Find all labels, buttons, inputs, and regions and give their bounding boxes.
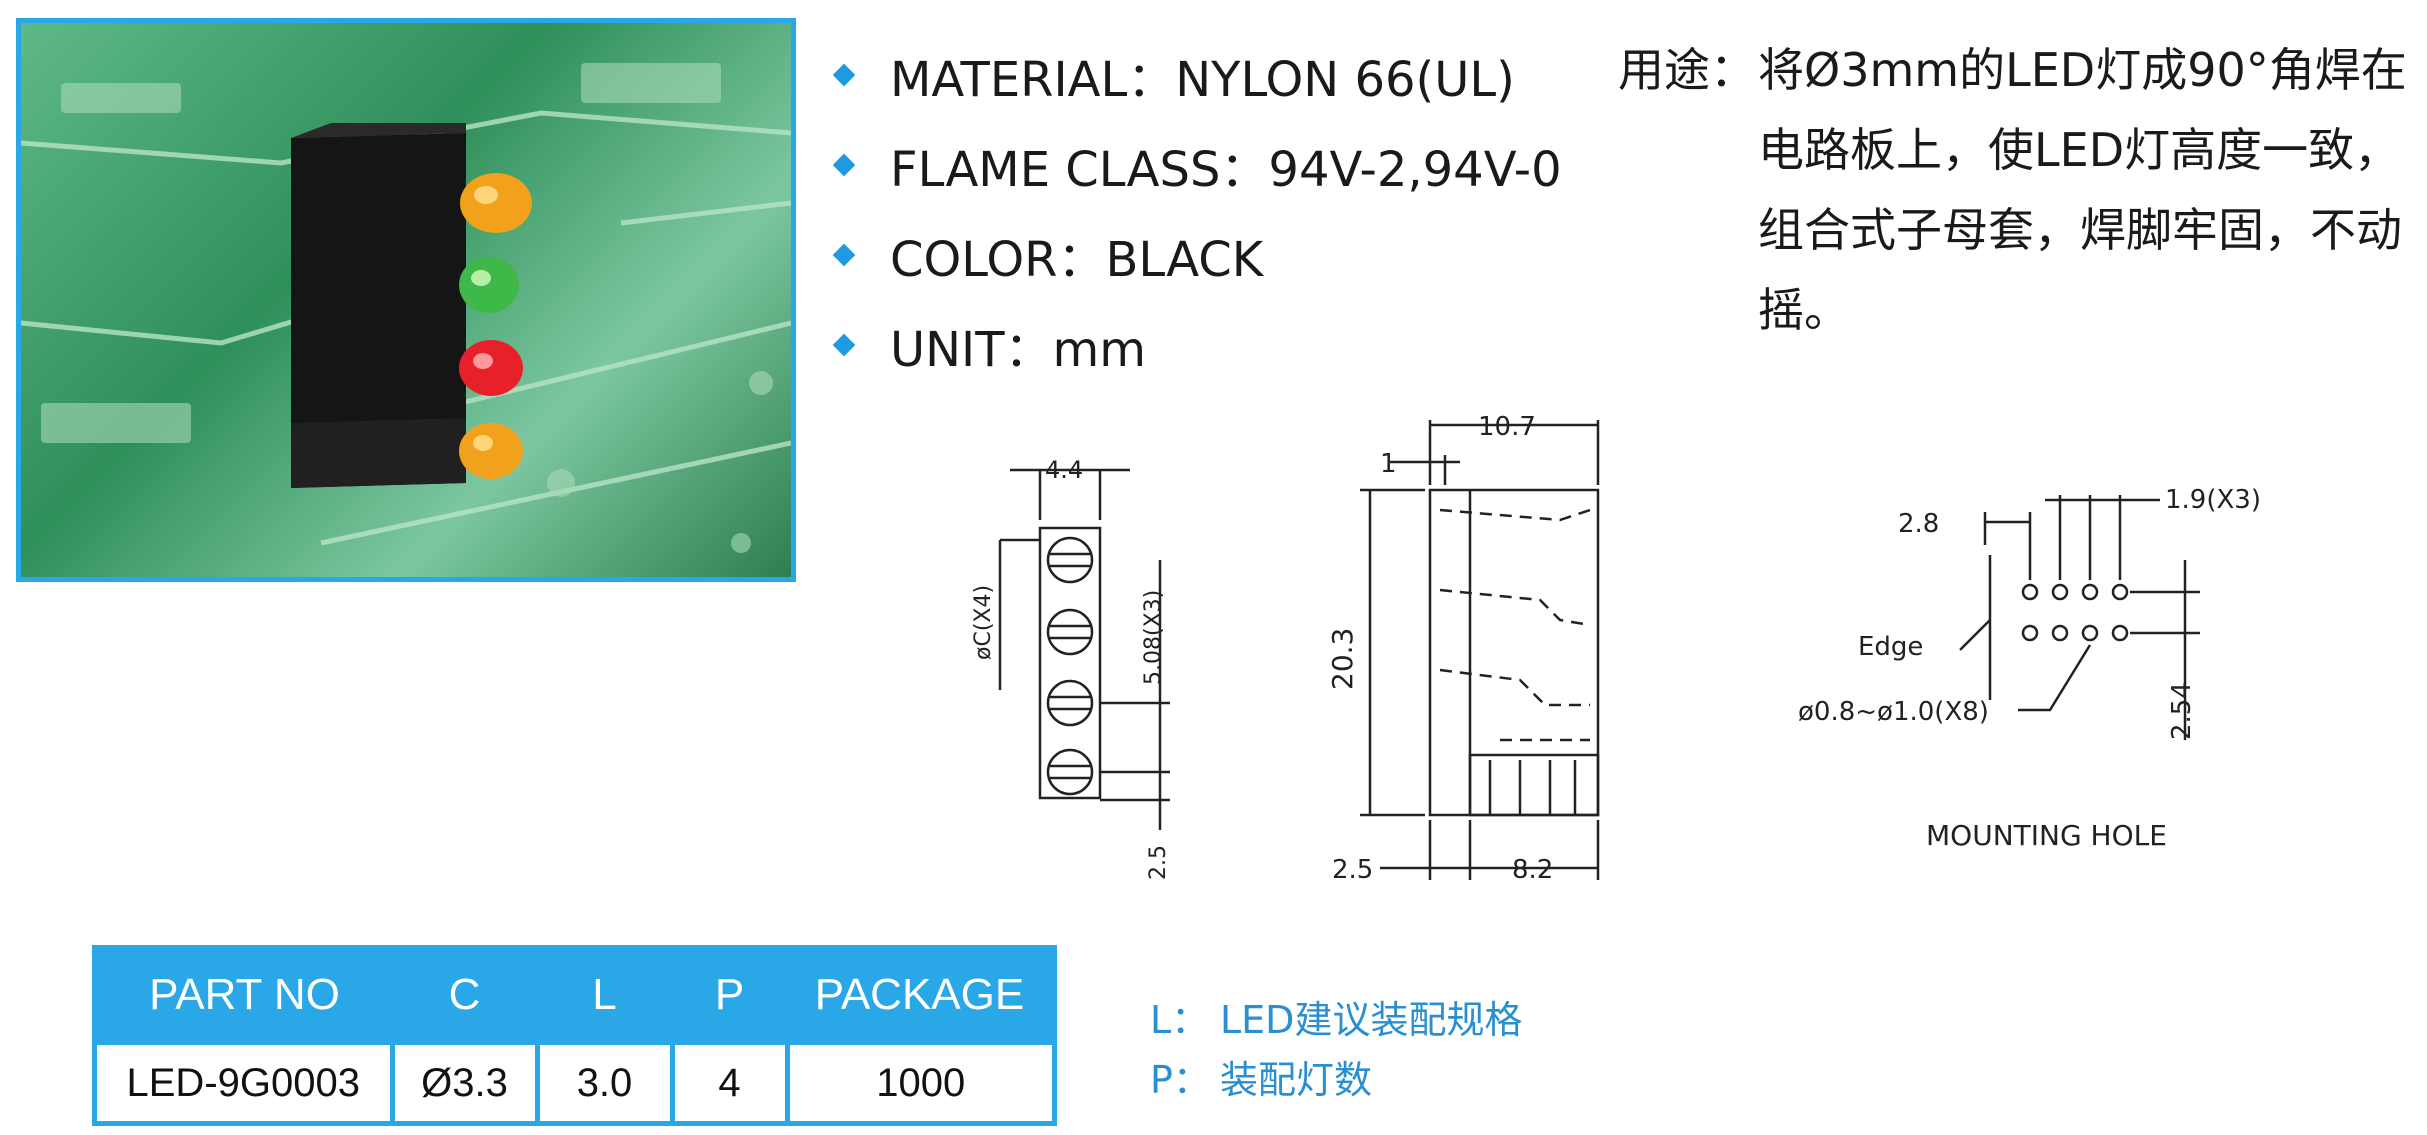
front-bottom-right-dim: 8.2 xyxy=(1512,855,1553,885)
diamond-bullet-icon xyxy=(832,333,856,357)
spec-unit-text: UNIT：mm xyxy=(890,322,1147,378)
col-p: P xyxy=(672,947,787,1043)
table-notes: L： LED建议装配规格 P： 装配灯数 xyxy=(1150,990,1522,1110)
hole-dim-2-54: 2.54 xyxy=(2167,682,2197,740)
front-height-dim: 20.3 xyxy=(1326,628,1359,690)
cell-c: Ø3.3 xyxy=(389,1040,540,1126)
spec-material: MATERIAL：NYLON 66(UL) xyxy=(830,30,1562,120)
spec-list: MATERIAL：NYLON 66(UL) FLAME CLASS：94V-2,… xyxy=(830,30,1562,390)
hole-dia-label: ø0.8~ø1.0(X8) xyxy=(1798,697,1989,727)
side-dia-label: øC(X4) xyxy=(971,585,996,660)
side-bottom-dim: 2.5 xyxy=(1146,845,1171,880)
col-part-no: PART NO xyxy=(94,947,392,1043)
hole-dim-pitch: 1.9(X3) xyxy=(2165,485,2261,515)
spec-material-text: MATERIAL：NYLON 66(UL) xyxy=(890,52,1515,108)
note-l-text: LED建议装配规格 xyxy=(1220,998,1523,1042)
note-p-key: P： xyxy=(1150,1058,1211,1102)
col-c: C xyxy=(392,947,537,1043)
parts-table: PART NO C L P PACKAGE LED-9G0003 Ø3.3 3.… xyxy=(92,945,1057,1126)
spec-flame-class: FLAME CLASS：94V-2,94V-0 xyxy=(830,120,1562,210)
spec-flame-text: FLAME CLASS：94V-2,94V-0 xyxy=(890,142,1562,198)
housing xyxy=(291,123,466,488)
col-package: PACKAGE xyxy=(787,947,1055,1043)
note-l-key: L： xyxy=(1150,998,1210,1042)
table-row: LED-9G0003 Ø3.3 3.0 4 1000 xyxy=(92,1040,1057,1126)
cell-package: 1000 xyxy=(784,1040,1057,1126)
note-p: P： 装配灯数 xyxy=(1150,1050,1522,1110)
spec-color-text: COLOR：BLACK xyxy=(890,232,1264,288)
spec-unit: UNIT：mm xyxy=(830,300,1562,390)
mounting-hole-title: MOUNTING HOLE xyxy=(1926,819,2167,852)
hole-edge-label: Edge xyxy=(1858,632,1923,662)
cell-part-no: LED-9G0003 xyxy=(92,1040,395,1126)
side-top-dim: 4.4 xyxy=(1045,456,1083,484)
col-l: L xyxy=(537,947,672,1043)
front-top-dim: 10.7 xyxy=(1478,412,1536,442)
usage-text: 将Ø3mm的LED灯成90°角焊在电路板上，使LED灯高度一致，组合式子母套，焊… xyxy=(1758,43,2407,337)
mounting-hole-view xyxy=(1959,495,2200,740)
table-header-row: PART NO C L P PACKAGE xyxy=(94,947,1055,1043)
usage-label: 用途： xyxy=(1618,43,1756,97)
note-l: L： LED建议装配规格 xyxy=(1150,990,1522,1050)
cell-l: 3.0 xyxy=(534,1040,675,1126)
diamond-bullet-icon xyxy=(832,63,856,87)
front-bottom-left-dim: 2.5 xyxy=(1332,855,1373,885)
front-small-dim: 1 xyxy=(1380,449,1397,479)
note-p-text: 装配灯数 xyxy=(1220,1058,1373,1102)
side-view xyxy=(998,468,1170,830)
diamond-bullet-icon xyxy=(832,153,856,177)
diamond-bullet-icon xyxy=(832,243,856,267)
spec-color: COLOR：BLACK xyxy=(830,210,1562,300)
product-photo xyxy=(16,18,796,582)
hole-dim-2-8: 2.8 xyxy=(1898,509,1939,539)
side-pitch-label: 5.08(X3) xyxy=(1141,590,1166,685)
front-view xyxy=(1360,420,1600,880)
cell-p: 4 xyxy=(669,1040,790,1126)
